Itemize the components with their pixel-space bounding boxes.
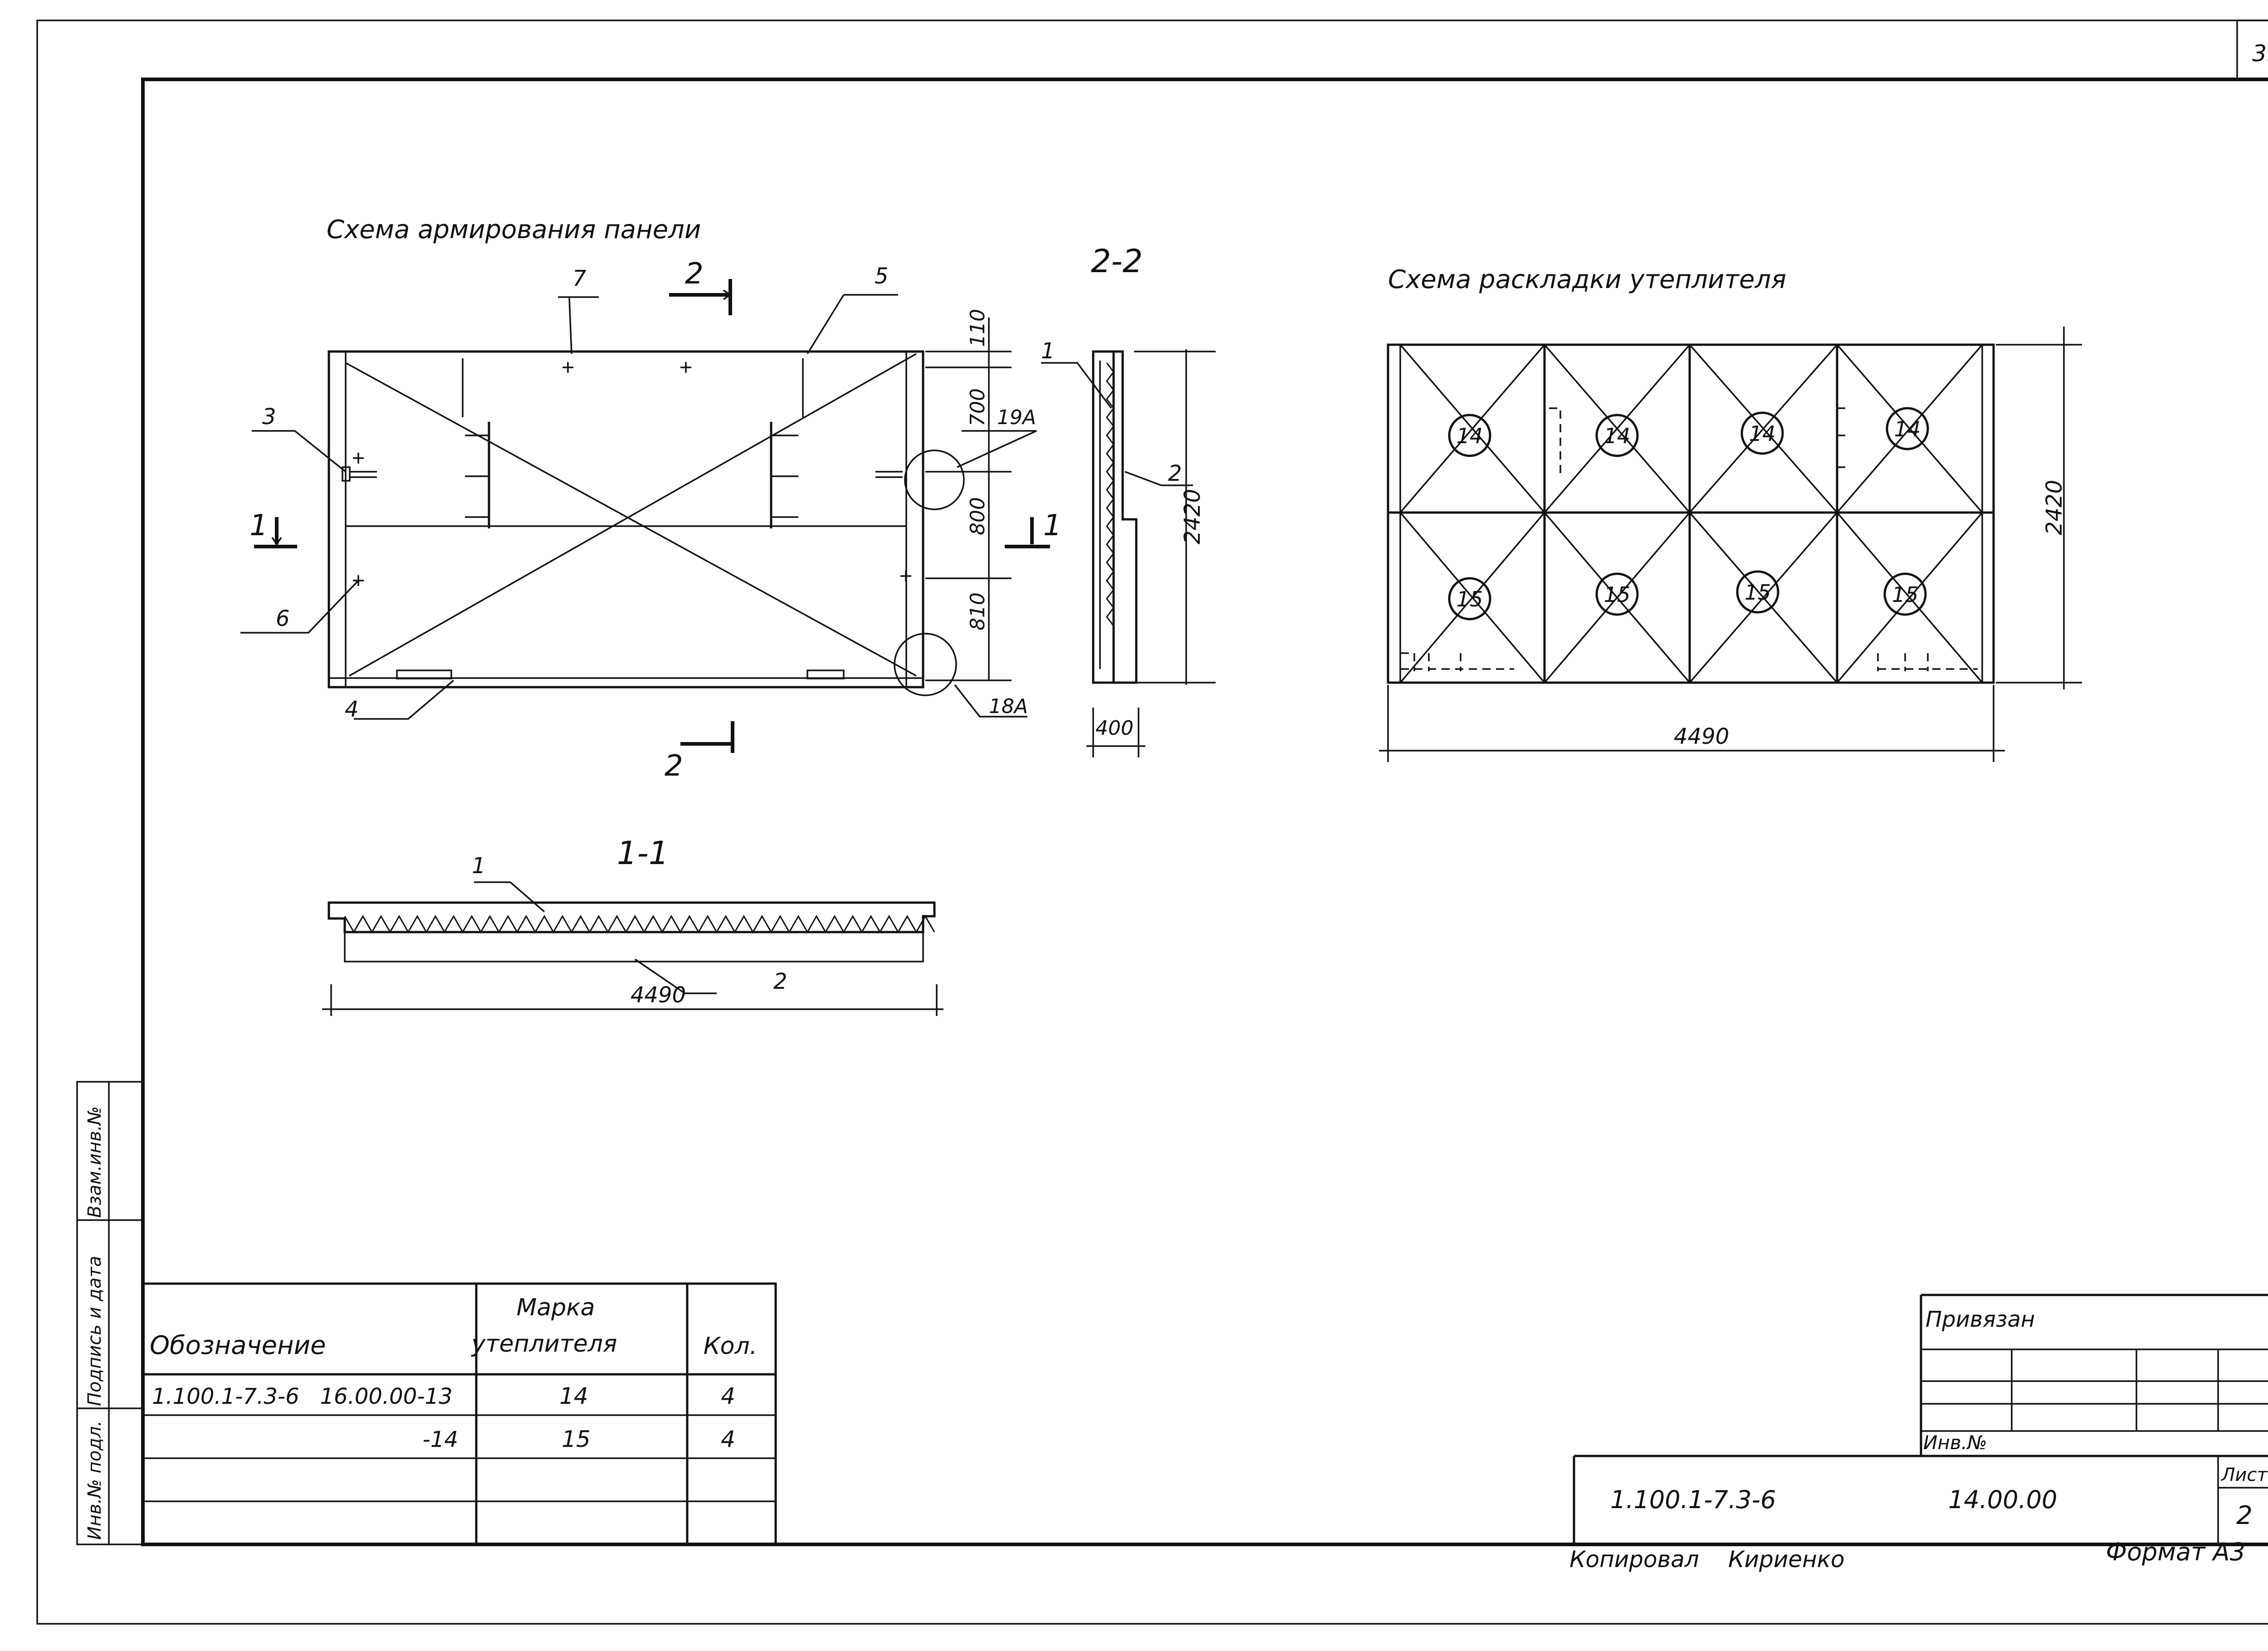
dim-110: 110	[966, 309, 989, 347]
insul-mark-top-1: 14	[1457, 424, 1483, 448]
section-mark-top: 2	[685, 257, 704, 291]
callout-6: 6	[276, 606, 290, 631]
insul-mark-bottom-1: 15	[1457, 587, 1483, 611]
s11-callout-1: 1	[472, 853, 486, 879]
insul-height: 2420	[2042, 480, 2067, 535]
insul-mark-top-2: 14	[1604, 424, 1631, 448]
dim-810: 810	[966, 592, 989, 630]
s11-callout-2: 2	[773, 969, 787, 994]
row1-designation: 1.100.1-7.3-6 16.00.00-13	[152, 1384, 453, 1409]
section-11: 1 2 4490	[322, 853, 943, 1016]
section-22-title: 2-2	[1091, 243, 1143, 280]
outer-border	[36, 20, 2268, 1625]
dim-800: 800	[966, 497, 989, 535]
sheet-number-box	[2236, 20, 2268, 80]
attached-label: Привязан	[1926, 1307, 2035, 1332]
title-block: Привязан Инв.№ 1.100.1-7.3-6 14.00.00 Ли…	[1573, 1294, 2268, 1544]
row1-qty: 4	[721, 1383, 735, 1409]
inner-frame	[141, 78, 2268, 1546]
s11-length: 4490	[631, 982, 686, 1008]
header-mark-1: Марка	[516, 1294, 595, 1321]
section-mark-right: 1	[1043, 509, 1062, 542]
callout-4: 4	[345, 697, 359, 722]
insulation-layout	[1387, 343, 1995, 684]
reinforcement-callouts: 7 5 3 6 4 19А 18А	[240, 264, 1037, 722]
dim-700: 700	[966, 388, 989, 426]
stamp-inv-no: Инв.№ подл.	[84, 1421, 105, 1540]
callout-7: 7	[572, 266, 587, 291]
copier-name: Кириенко	[1728, 1546, 1844, 1573]
reinforcement-dims: 110 700 800 810	[925, 309, 1012, 681]
stamp-replacement-inv: Взам.инв.№	[84, 1106, 105, 1218]
s22-callout-1: 1	[1041, 338, 1055, 364]
copied-by-label: Копировал	[1569, 1546, 1699, 1573]
sheet-value: 2	[2236, 1501, 2253, 1530]
insul-width: 4490	[1674, 724, 1729, 749]
header-designation: Обозначение	[150, 1331, 326, 1360]
spec-table: Обозначение Марка утеплителя Кол. 1.100.…	[142, 1282, 777, 1546]
insul-mark-top-3: 14	[1749, 421, 1776, 446]
section-marks: 2 2 1 1	[249, 257, 1062, 783]
section-11-title: 1-1	[617, 835, 669, 872]
sheet-label: Лист	[2220, 1465, 2268, 1485]
row2-mark: 15	[562, 1426, 591, 1452]
insul-mark-top-4: 14	[1894, 417, 1921, 441]
doc-code: 1.100.1-7.3-6	[1610, 1485, 1776, 1514]
doc-number: 14.00.00	[1948, 1485, 2057, 1514]
insul-mark-bottom-4: 15	[1892, 582, 1919, 607]
row1-mark: 14	[559, 1383, 588, 1409]
left-stamp: Инв.№ подл. Подпись и дата Взам.инв.№	[76, 1081, 144, 1545]
callout-18a: 18А	[989, 695, 1028, 718]
header-qty: Кол.	[704, 1333, 758, 1360]
callout-3: 3	[262, 404, 276, 430]
insulation-title: Схема раскладки утеплителя	[1388, 265, 1786, 294]
reinforcement-title: Схема армирования панели	[327, 215, 701, 244]
section-mark-bottom: 2	[665, 749, 683, 783]
section-mark-left: 1	[249, 509, 268, 542]
callout-5: 5	[875, 264, 889, 289]
row2-qty: 4	[721, 1426, 735, 1452]
format-label: Формат А3	[2106, 1538, 2245, 1566]
inv-no-label: Инв.№	[1923, 1431, 1987, 1454]
stamp-signature-date: Подпись и дата	[84, 1256, 105, 1406]
section-22: 1 2 2420 400	[1041, 338, 1216, 757]
insulation-marks: 14 14 14 14 15 15 15 15	[1448, 407, 1929, 620]
s22-width: 400	[1095, 717, 1134, 740]
s22-height: 2420	[1180, 489, 1205, 544]
s22-callout-2: 2	[1168, 461, 1182, 486]
sheet-number: 39	[2252, 40, 2268, 67]
header-mark-2: утеплителя	[471, 1330, 617, 1358]
reinforcement-panel	[327, 350, 965, 696]
insul-mark-bottom-3: 15	[1745, 580, 1771, 605]
callout-19a: 19А	[997, 406, 1036, 429]
row2-designation: -14	[423, 1427, 458, 1452]
insulation-dims: 2420 4490	[1379, 327, 2082, 762]
insul-mark-bottom-2: 15	[1604, 582, 1631, 607]
